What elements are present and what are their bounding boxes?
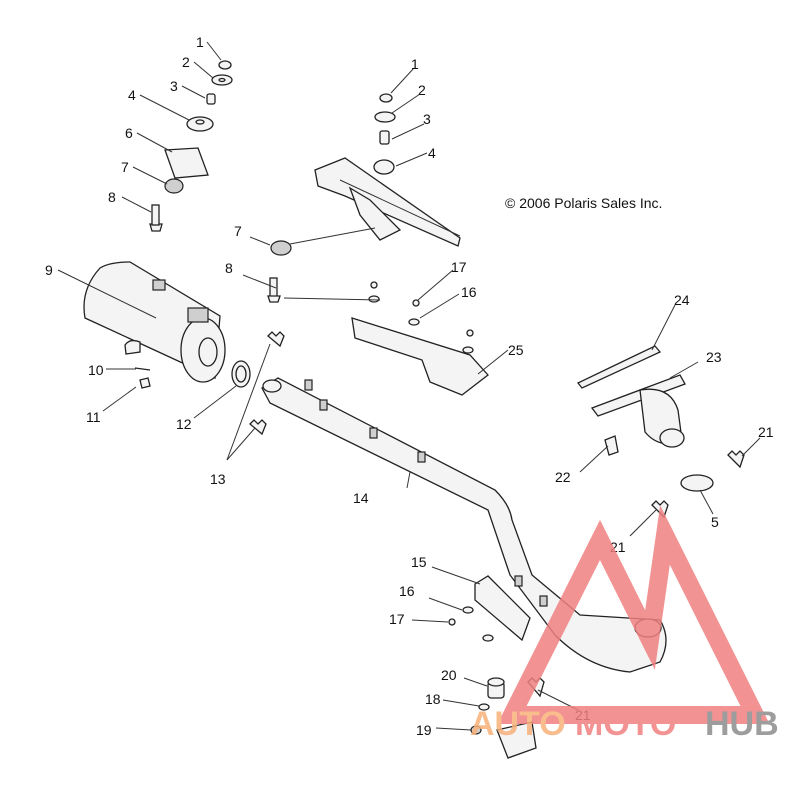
callout-label: 24 (674, 292, 690, 308)
callout-label: 16 (461, 284, 477, 300)
callout-label: 23 (706, 349, 722, 365)
callout-label: 19 (416, 722, 432, 738)
callout-label: 14 (353, 490, 369, 506)
callout-label: 16 (399, 583, 415, 599)
callout-label: 11 (86, 409, 101, 425)
callout-label: 8 (225, 260, 233, 276)
callout-label: 3 (170, 78, 178, 94)
callout-label: 1 (411, 56, 419, 72)
leader-lines (57, 41, 761, 731)
callout-label: 5 (711, 514, 719, 530)
watermark-hub: HUB (705, 705, 779, 743)
callout-label: 7 (234, 223, 242, 239)
callout-label: 13 (210, 471, 226, 487)
heat-shield-upper (351, 281, 489, 396)
copyright-text: © 2006 Polaris Sales Inc. (505, 195, 662, 211)
callout-label: 2 (418, 82, 426, 98)
callout-label: 22 (555, 469, 571, 485)
callout-label: 3 (423, 111, 431, 127)
callout-label: 21 (758, 424, 774, 440)
muffler (83, 261, 281, 383)
callout-label: 6 (125, 125, 133, 141)
callout-label: 7 (121, 159, 129, 175)
header-flange-parts (576, 345, 745, 519)
watermark-auto: AUTO (470, 705, 566, 743)
callout-label: 8 (108, 189, 116, 205)
callout-label: 17 (451, 259, 467, 275)
callout-label: 4 (428, 145, 436, 161)
callout-label: 2 (182, 54, 190, 70)
callout-label: 15 (411, 554, 427, 570)
callout-label: 9 (45, 262, 53, 278)
callout-label: 12 (176, 416, 192, 432)
callout-label: 4 (128, 87, 136, 103)
callout-label: 17 (389, 611, 405, 627)
callout-label: 20 (441, 667, 457, 683)
frame-rail (314, 157, 461, 247)
muffler-small-parts (134, 331, 285, 436)
watermark-moto: MOTO (575, 705, 676, 743)
callout-label: 1 (196, 34, 204, 50)
callout-label: 25 (508, 342, 524, 358)
watermark-logo: AUTO MOTO HUB (470, 505, 779, 743)
callout-label: 18 (425, 691, 441, 707)
head-pipe (261, 377, 667, 673)
watermark-triangle (497, 505, 770, 724)
right-hardware-stack (270, 93, 396, 256)
left-hardware-stack (149, 60, 233, 232)
callout-label: 10 (88, 362, 104, 378)
